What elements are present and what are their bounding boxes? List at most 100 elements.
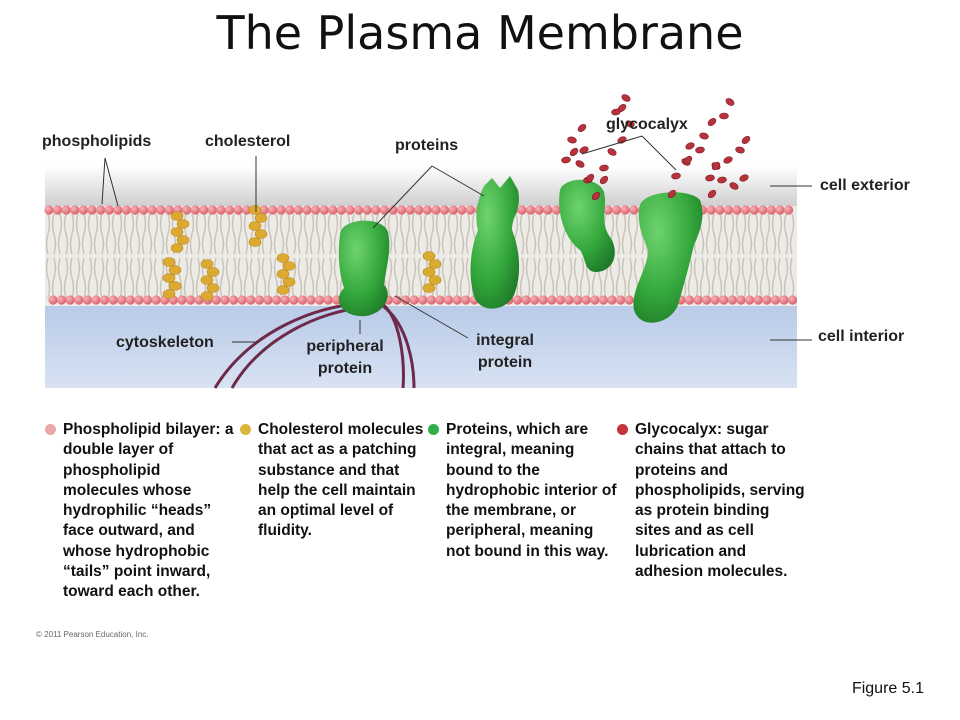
cholesterol-bead <box>162 273 176 283</box>
phospholipid-head <box>70 205 80 215</box>
phospholipid-head <box>323 295 333 305</box>
lipid-tail <box>219 213 225 255</box>
lipid-tail <box>573 257 579 299</box>
phospholipid-head <box>233 205 243 215</box>
phospholipid-head <box>405 205 415 215</box>
lipid-tail <box>555 213 561 255</box>
leader-lines <box>101 135 812 343</box>
phospholipid-head <box>371 205 381 215</box>
lipid-tail <box>309 257 315 299</box>
phospholipid-head <box>530 295 540 305</box>
phospholipid-head <box>444 295 454 305</box>
phospholipid-head <box>612 205 622 215</box>
phospholipid-head <box>225 205 235 215</box>
lipid-tail <box>759 257 765 299</box>
lipid-tail <box>441 257 447 299</box>
label-proteins: proteins <box>395 137 459 154</box>
lipid-tail <box>111 213 117 255</box>
lipid-tail <box>75 213 81 255</box>
peripheral-protein <box>338 220 390 317</box>
sugar-bead <box>707 118 717 126</box>
phospholipid-head <box>581 295 591 305</box>
lipid-tail <box>621 213 627 255</box>
phospholipid-head <box>177 295 187 305</box>
phospholipid-head <box>736 295 746 305</box>
integral-protein-2 <box>559 179 615 272</box>
sugar-bead <box>717 176 727 184</box>
lipid-tail <box>153 213 159 255</box>
phospholipid-head <box>435 295 445 305</box>
sugar-bead <box>739 174 749 182</box>
lipid-tail <box>459 257 465 299</box>
sugar-bead <box>567 136 577 144</box>
cholesterol-bead <box>168 265 182 275</box>
phospholipid-head <box>732 205 742 215</box>
lipid-tail <box>627 213 633 255</box>
phospholipid-head <box>315 295 325 305</box>
phospholipid-head <box>784 205 794 215</box>
phospholipid-head <box>336 205 346 215</box>
phospholipid-head <box>117 295 127 305</box>
lipid-tail <box>765 257 771 299</box>
page-title: The Plasma Membrane <box>216 6 744 60</box>
cholesterol-bead <box>276 285 290 295</box>
lipid-tail <box>225 213 231 255</box>
phospholipid-head <box>259 205 269 215</box>
glycocalyx-chains <box>561 94 751 201</box>
lipid-tail <box>111 257 117 299</box>
cholesterol-bead <box>282 261 296 271</box>
sugar-bead <box>577 124 587 132</box>
lipid-tail <box>177 257 183 299</box>
lipid-tail <box>723 213 729 255</box>
lipid-tail <box>327 257 333 299</box>
sugar-bead <box>719 112 729 120</box>
sugar-bead <box>685 142 695 150</box>
lipid-tail <box>699 257 705 299</box>
lipid-tail <box>423 213 429 255</box>
label-cell-interior: cell interior <box>818 328 905 345</box>
phospholipid-head <box>727 295 738 305</box>
phospholipid-head <box>715 205 725 215</box>
lipid-tail <box>771 257 777 299</box>
lipid-tail <box>405 213 411 255</box>
legend-text-cholesterol: Cholesterol molecules that act as a patc… <box>258 421 424 540</box>
phospholipid-head <box>289 295 299 305</box>
lipid-tail <box>291 257 297 299</box>
lipid-tail <box>189 257 195 299</box>
lipid-tail <box>117 257 123 299</box>
lipid-tail <box>555 257 561 299</box>
lipid-tail <box>771 213 777 255</box>
phospholipid-head <box>207 205 217 215</box>
phospholipid-head <box>397 205 407 215</box>
lipid-tail <box>99 213 105 255</box>
sugar-bead <box>599 175 609 185</box>
lipid-tail <box>621 257 627 299</box>
lipid-tail <box>627 257 633 299</box>
lipid-tail <box>747 213 753 255</box>
lipid-tail <box>387 257 393 299</box>
phospholipid-head <box>211 295 221 305</box>
lipid-tail <box>201 213 207 255</box>
phospholipid-head <box>108 295 118 305</box>
phospholipid-head <box>57 295 67 305</box>
lipid-tail <box>87 213 93 255</box>
phospholipid-head <box>237 295 247 305</box>
phospholipid-head <box>190 205 200 215</box>
phospholipid-head <box>113 205 123 215</box>
phospholipid-head <box>328 205 338 215</box>
phospholipid-head <box>426 295 436 305</box>
sugar-bead <box>707 189 717 199</box>
phospholipid-head <box>620 205 630 215</box>
lipid-tail <box>165 213 171 255</box>
phospholipid-head <box>96 205 106 215</box>
phospholipid-head <box>723 205 734 215</box>
lipid-tail <box>543 257 549 299</box>
sugar-bead <box>735 146 745 154</box>
lipid-tail <box>321 257 327 299</box>
phospholipid-head <box>242 205 252 215</box>
lipid-tail <box>459 213 465 255</box>
sugar-bead <box>725 98 735 106</box>
phospholipid-head <box>151 295 161 305</box>
phospholipid-head <box>710 295 720 305</box>
lipid-tail <box>303 257 309 299</box>
